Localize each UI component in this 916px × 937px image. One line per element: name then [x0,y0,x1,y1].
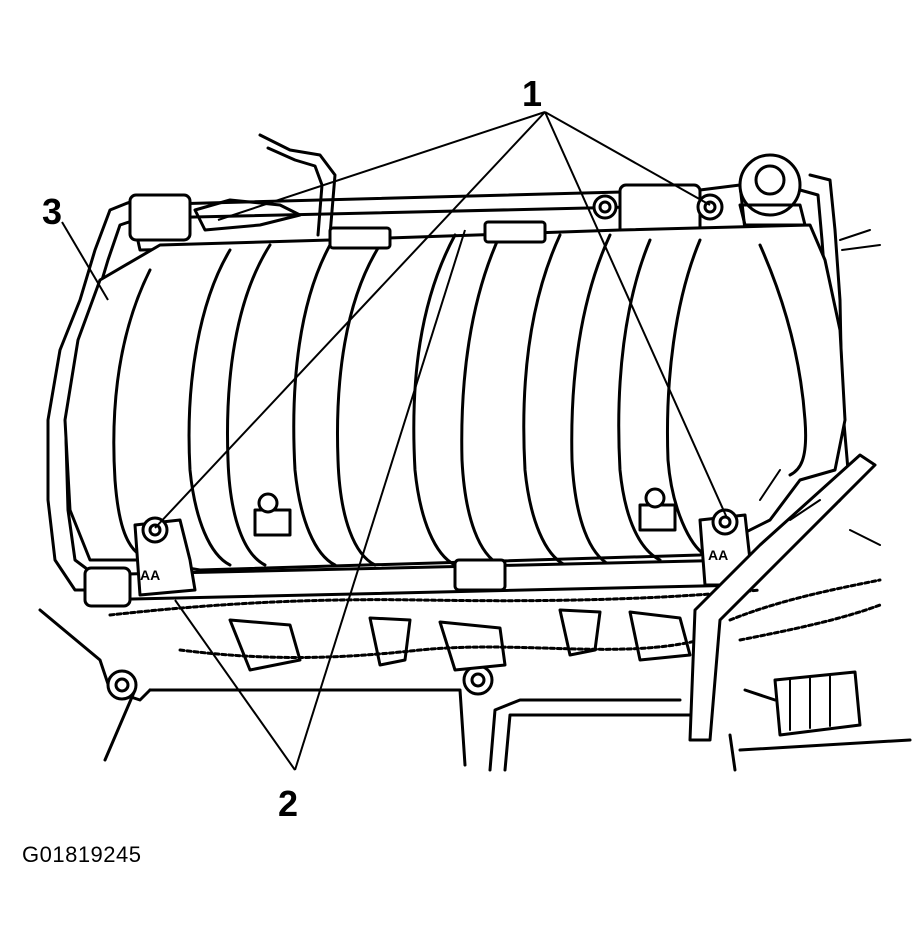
figure-id: G01819245 [22,842,142,867]
wiring-harness [108,453,882,742]
svg-text:AA: AA [708,547,728,563]
callout-3: 3 [42,191,62,232]
svg-text:AA: AA [140,567,160,583]
leader-lines [61,111,728,771]
callout-1: 1 [522,73,542,114]
callout-2: 2 [278,783,298,824]
manifold-body [63,220,847,572]
